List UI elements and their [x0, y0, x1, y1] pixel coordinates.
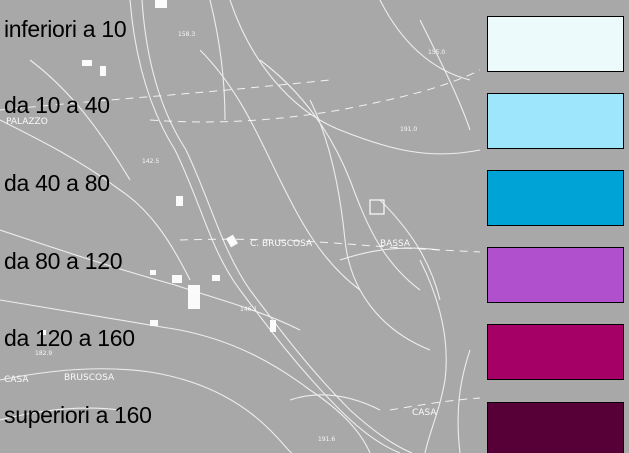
legend-swatch-5 [487, 324, 624, 380]
svg-text:BASSA: BASSA [380, 239, 411, 249]
legend-label-5: da 120 a 160 [4, 325, 135, 351]
svg-text:155.0: 155.0 [428, 49, 445, 56]
legend-swatch-2 [487, 93, 624, 149]
svg-text:182.9: 182.9 [35, 350, 52, 357]
svg-text:CASA: CASA [412, 408, 437, 418]
svg-text:PALAZZO: PALAZZO [6, 117, 48, 127]
legend-label-3: da 40 a 80 [4, 170, 110, 196]
legend-label-2: da 10 a 40 [4, 92, 110, 118]
svg-text:146.1: 146.1 [240, 306, 257, 313]
legend-swatch-3 [487, 170, 624, 226]
legend-label-1: inferiori a 10 [4, 16, 127, 42]
svg-text:C. BRUSCOSA: C. BRUSCOSA [250, 239, 313, 249]
legend-swatch-6 [487, 402, 624, 453]
svg-text:CASA: CASA [4, 375, 29, 385]
svg-text:158.3: 158.3 [178, 31, 195, 38]
svg-text:142.5: 142.5 [142, 158, 159, 165]
legend-swatch-4 [487, 247, 624, 303]
legend-label-4: da 80 a 120 [4, 248, 123, 274]
svg-text:191.0: 191.0 [400, 126, 417, 133]
legend-swatch-1 [487, 16, 624, 72]
svg-text:191.6: 191.6 [318, 436, 335, 443]
legend-label-6: superiori a 160 [4, 402, 152, 428]
svg-text:BRUSCOSA: BRUSCOSA [64, 373, 115, 383]
